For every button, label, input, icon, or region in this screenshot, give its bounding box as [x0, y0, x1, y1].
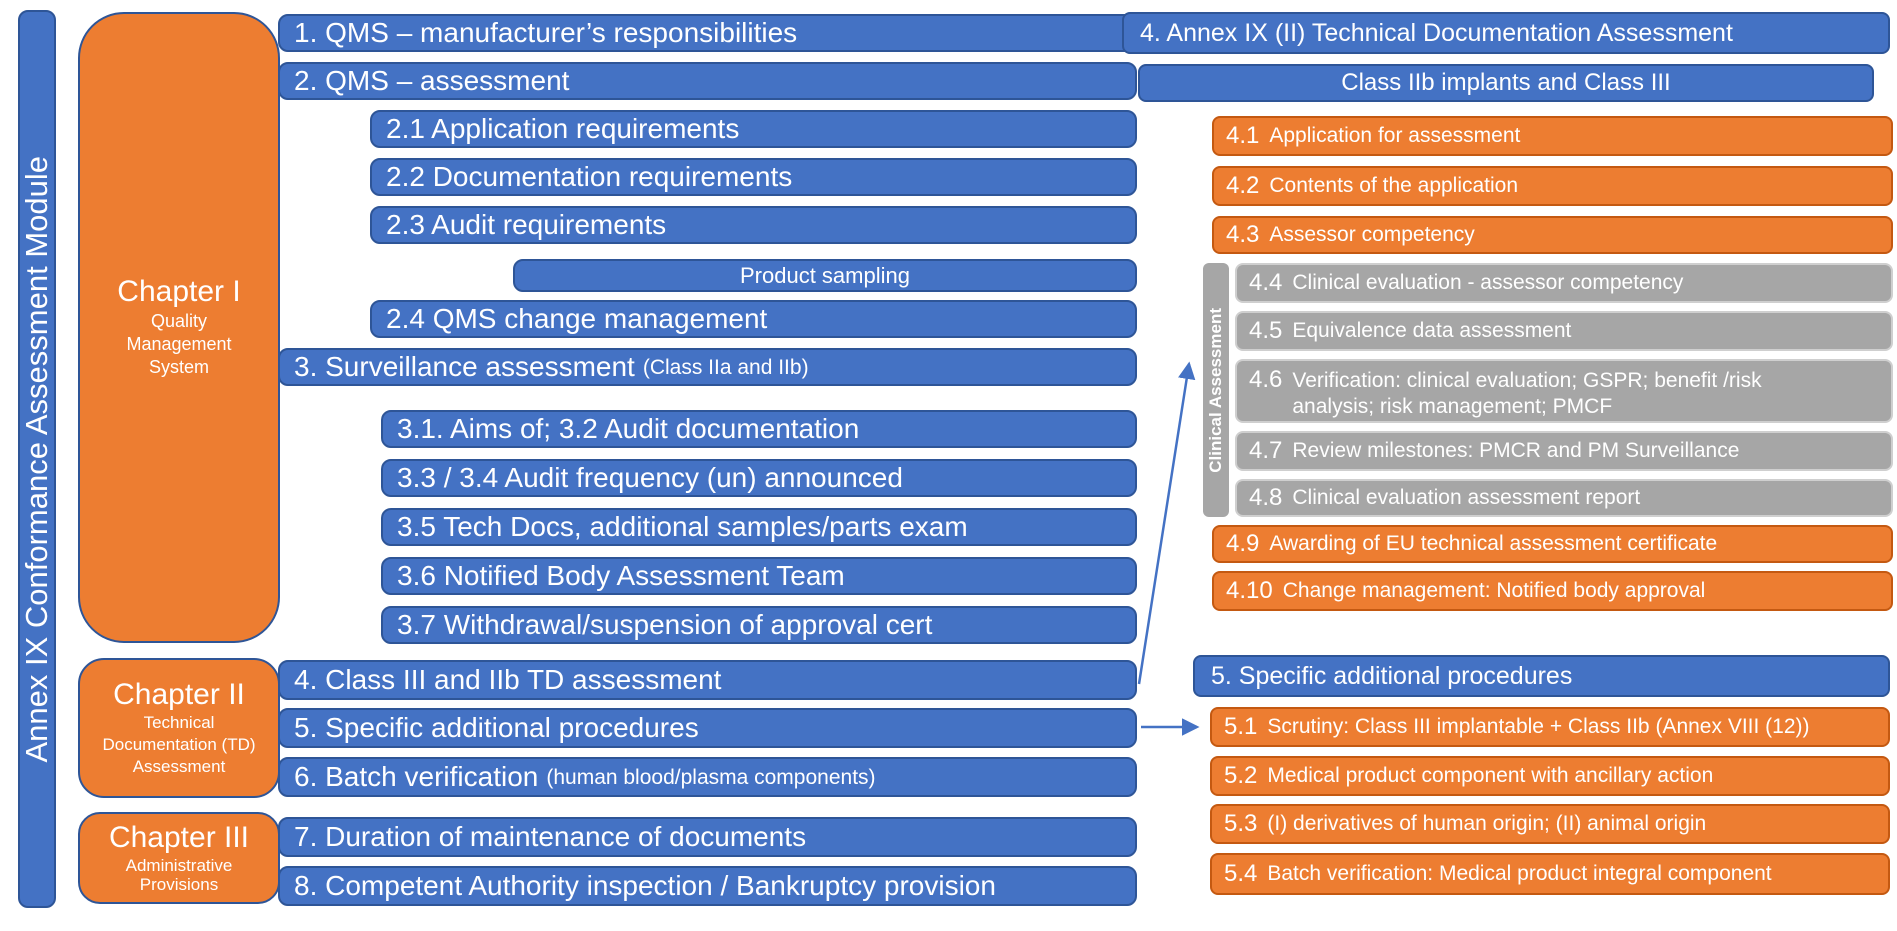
item-1-qms-responsibilities: 1. QMS – manufacturer’s responsibilities	[278, 14, 1137, 52]
item-2-qms-assessment: 2. QMS – assessment	[278, 62, 1137, 100]
item-3-surveillance-assessment: 3. Surveillance assessment(Class IIa and…	[278, 348, 1137, 386]
item-3-7-withdrawal-suspension: 3.7 Withdrawal/suspension of approval ce…	[381, 606, 1137, 644]
panel4-subheader: Class IIb implants and Class III	[1138, 64, 1874, 102]
item-2-3-audit-requirements: 2.3 Audit requirements	[370, 206, 1137, 244]
chapter-1-subtitle: Quality Management System	[126, 310, 232, 378]
chapter-1-box: Chapter I Quality Management System	[78, 12, 280, 643]
item-7-duration-of-maintenance: 7. Duration of maintenance of documents	[278, 817, 1137, 857]
item-4-6-verification: 4.6 Verification: clinical evaluation; G…	[1235, 359, 1893, 423]
vertical-title-bar: Annex IX Conformance Assessment Module	[18, 10, 56, 908]
item-3-5-tech-docs: 3.5 Tech Docs, additional samples/parts …	[381, 508, 1137, 546]
chapter-2-subtitle: Technical Documentation (TD) Assessment	[102, 713, 256, 777]
arrow-item4-to-clinical-assessment	[1137, 361, 1196, 685]
item-product-sampling: Product sampling	[513, 259, 1137, 292]
item-5-3-derivatives-origin: 5.3(I) derivatives of human origin; (II)…	[1210, 804, 1890, 844]
item-8-competent-authority-inspection: 8. Competent Authority inspection / Bank…	[278, 866, 1137, 906]
panel5-header: 5. Specific additional procedures	[1193, 655, 1890, 697]
chapter-3-title: Chapter III	[108, 821, 250, 855]
item-6-batch-verification: 6. Batch verification(human blood/plasma…	[278, 757, 1137, 797]
item-3-6-nb-assessment-team: 3.6 Notified Body Assessment Team	[381, 557, 1137, 595]
item-3-3-3-4-audit-frequency: 3.3 / 3.4 Audit frequency (un) announced	[381, 459, 1137, 497]
clinical-assessment-tab: Clinical Assessment	[1203, 263, 1229, 517]
chapter-2-title: Chapter II	[113, 677, 245, 711]
item-2-4-qms-change-management: 2.4 QMS change management	[370, 300, 1137, 338]
item-4-class-iii-iib-td-assessment: 4. Class III and IIb TD assessment	[278, 660, 1137, 700]
chapter-1-title: Chapter I	[117, 275, 241, 309]
item-5-specific-additional-procedures: 5. Specific additional procedures	[278, 708, 1137, 748]
panel4-header: 4. Annex IX (II) Technical Documentation…	[1122, 12, 1890, 54]
item-3-1-3-2-audit-documentation: 3.1. Aims of; 3.2 Audit documentation	[381, 410, 1137, 448]
item-2-2-documentation-requirements: 2.2 Documentation requirements	[370, 158, 1137, 196]
chapter-3-subtitle: Administrative Provisions	[125, 855, 233, 895]
vertical-title-label: Annex IX Conformance Assessment Module	[19, 155, 54, 763]
chapter-3-box: Chapter III Administrative Provisions	[78, 812, 280, 904]
chapter-2-box: Chapter II Technical Documentation (TD) …	[78, 658, 280, 798]
item-2-1-application-requirements: 2.1 Application requirements	[370, 110, 1137, 148]
